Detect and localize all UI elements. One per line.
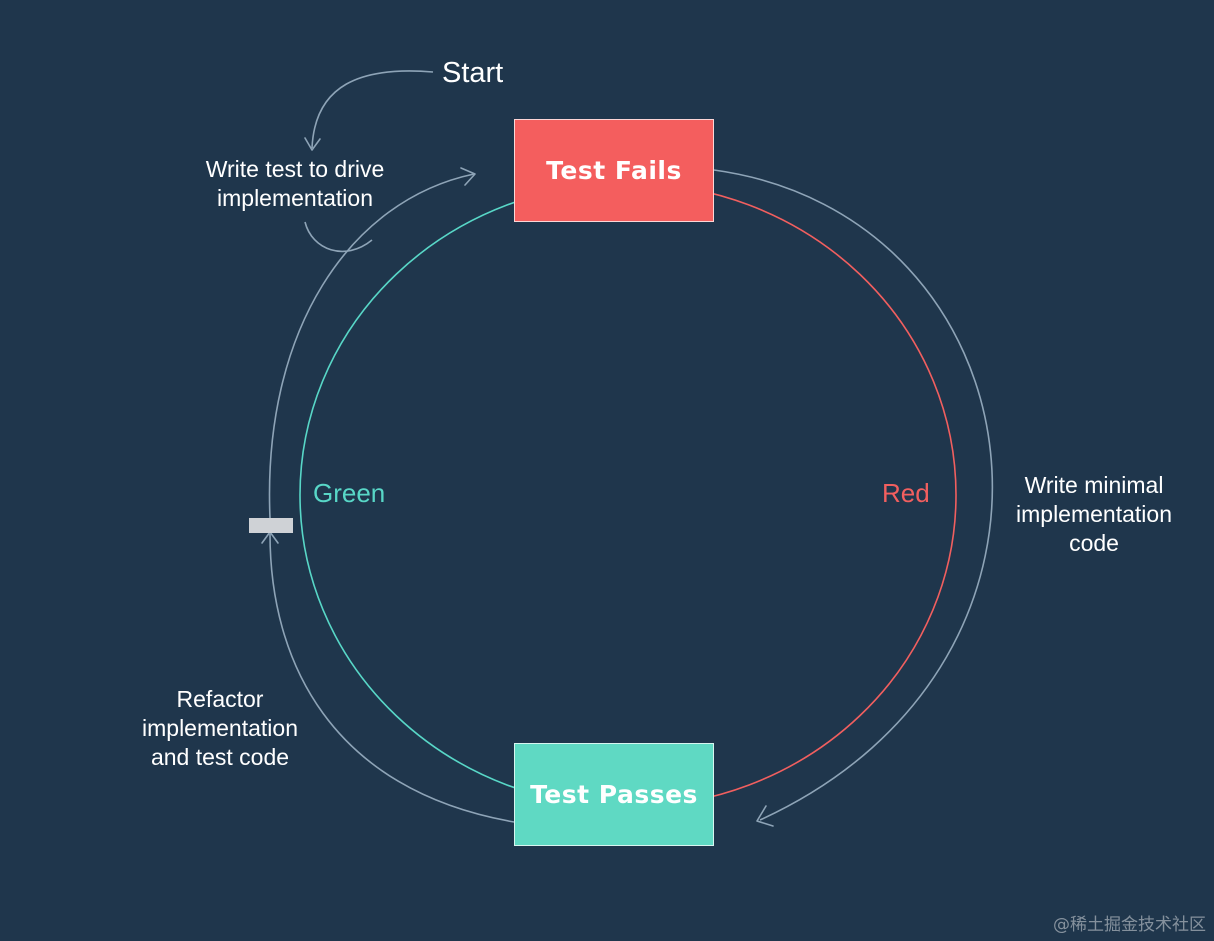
green-phase-arc	[299, 182, 629, 808]
write-minimal-line: Write minimal	[1024, 472, 1164, 498]
test-passes-label: Test Passes	[530, 780, 698, 809]
write-minimal-arrowhead	[756, 805, 774, 827]
write-test-arrowhead	[460, 167, 476, 186]
test-fails-node: Test Fails	[514, 119, 714, 222]
cycle-marker	[249, 518, 293, 533]
test-passes-node: Test Passes	[514, 743, 714, 846]
write-test-curl	[304, 221, 373, 253]
start-arrowhead	[304, 137, 321, 151]
refactor-line: implementation	[142, 715, 298, 741]
write-minimal-label: Write minimal implementation code	[994, 471, 1194, 558]
write-test-line: Write test to drive	[205, 156, 385, 182]
start-label: Start	[442, 57, 504, 89]
write-minimal-arrow	[713, 169, 994, 821]
start-arrow	[311, 70, 434, 149]
write-minimal-line: implementation	[1016, 501, 1172, 527]
refactor-arrow	[269, 533, 515, 823]
write-test-label: Write test to drive implementation	[184, 155, 406, 213]
write-test-line: implementation	[217, 185, 373, 211]
test-fails-label: Test Fails	[546, 156, 682, 185]
write-minimal-line: code	[1069, 530, 1119, 556]
watermark: @稀土掘金技术社区	[1053, 915, 1206, 935]
green-phase-label: Green	[313, 478, 386, 508]
refactor-line: and test code	[150, 744, 290, 770]
refactor-line: Refactor	[176, 686, 264, 712]
write-test-arrow	[268, 173, 475, 519]
red-phase-label: Red	[882, 478, 930, 508]
red-phase-arc	[627, 182, 957, 808]
refactor-label: Refactor implementation and test code	[120, 685, 320, 772]
